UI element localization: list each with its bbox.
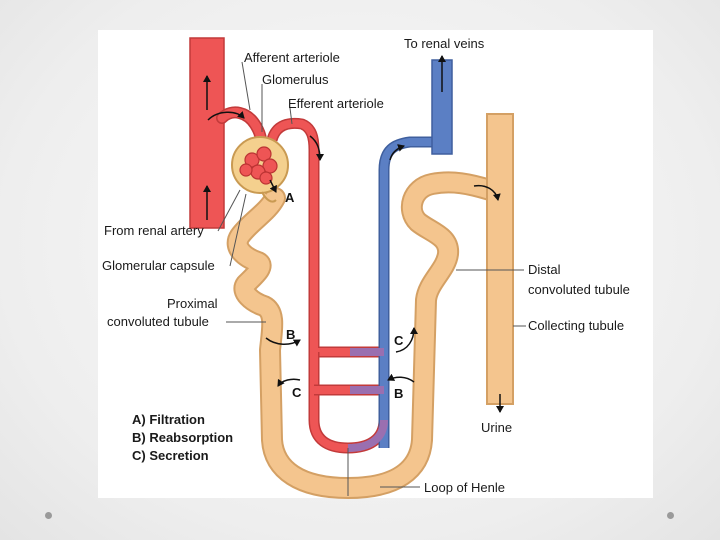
slide-dot-left — [45, 512, 52, 519]
label-glomerular-capsule: Glomerular capsule — [102, 258, 215, 273]
vein-flow-arrow — [389, 144, 405, 161]
label-efferent-arteriole: Efferent arteriole — [288, 96, 384, 111]
label-afferent-arteriole: Afferent arteriole — [244, 50, 340, 65]
label-urine: Urine — [481, 420, 512, 435]
flow-arrows — [203, 55, 504, 413]
collecting-tubule — [486, 113, 514, 405]
secretion-right-arrow — [395, 327, 418, 353]
label-renal-artery: From renal artery — [104, 223, 204, 238]
nephron-tubule — [226, 113, 514, 499]
slide-dot-right — [667, 512, 674, 519]
leader-lines — [217, 61, 526, 496]
filtration-arrow — [269, 179, 277, 193]
efferent-flow-arrow — [309, 135, 324, 161]
legend: A) Filtration B) Reabsorption C) Secreti… — [132, 412, 233, 463]
secretion-left-arrow — [277, 378, 301, 387]
glomerulus — [239, 146, 278, 185]
legend-secretion: C) Secretion — [132, 448, 209, 463]
label-proximal-line1: Proximal — [167, 296, 218, 311]
marker-a: A — [285, 190, 295, 205]
marker-c-left: C — [292, 385, 302, 400]
label-renal-veins: To renal veins — [404, 36, 485, 51]
legend-reabsorption: B) Reabsorption — [132, 430, 233, 445]
label-glomerulus: Glomerulus — [262, 72, 329, 87]
label-loop-of-henle: Loop of Henle — [424, 480, 505, 495]
afferent-flow-arrow — [207, 110, 245, 121]
efferent-arteriole — [266, 117, 384, 358]
label-collecting-tubule: Collecting tubule — [528, 318, 624, 333]
reabsorption-left-arrow — [265, 337, 301, 347]
label-distal-line1: Distal — [528, 262, 561, 277]
reabsorption-right-arrow — [387, 373, 415, 383]
marker-b-left: B — [286, 327, 295, 342]
label-proximal-line2: convoluted tubule — [107, 314, 209, 329]
vasa-recta — [308, 352, 390, 454]
marker-c-right: C — [394, 333, 404, 348]
marker-b-right: B — [394, 386, 403, 401]
labels: Afferent arteriole Glomerulus Efferent a… — [102, 36, 630, 495]
tubule-fill — [228, 173, 499, 497]
label-distal-line2: convoluted tubule — [528, 282, 630, 297]
distal-flow-arrow — [473, 184, 501, 201]
legend-filtration: A) Filtration — [132, 412, 205, 427]
